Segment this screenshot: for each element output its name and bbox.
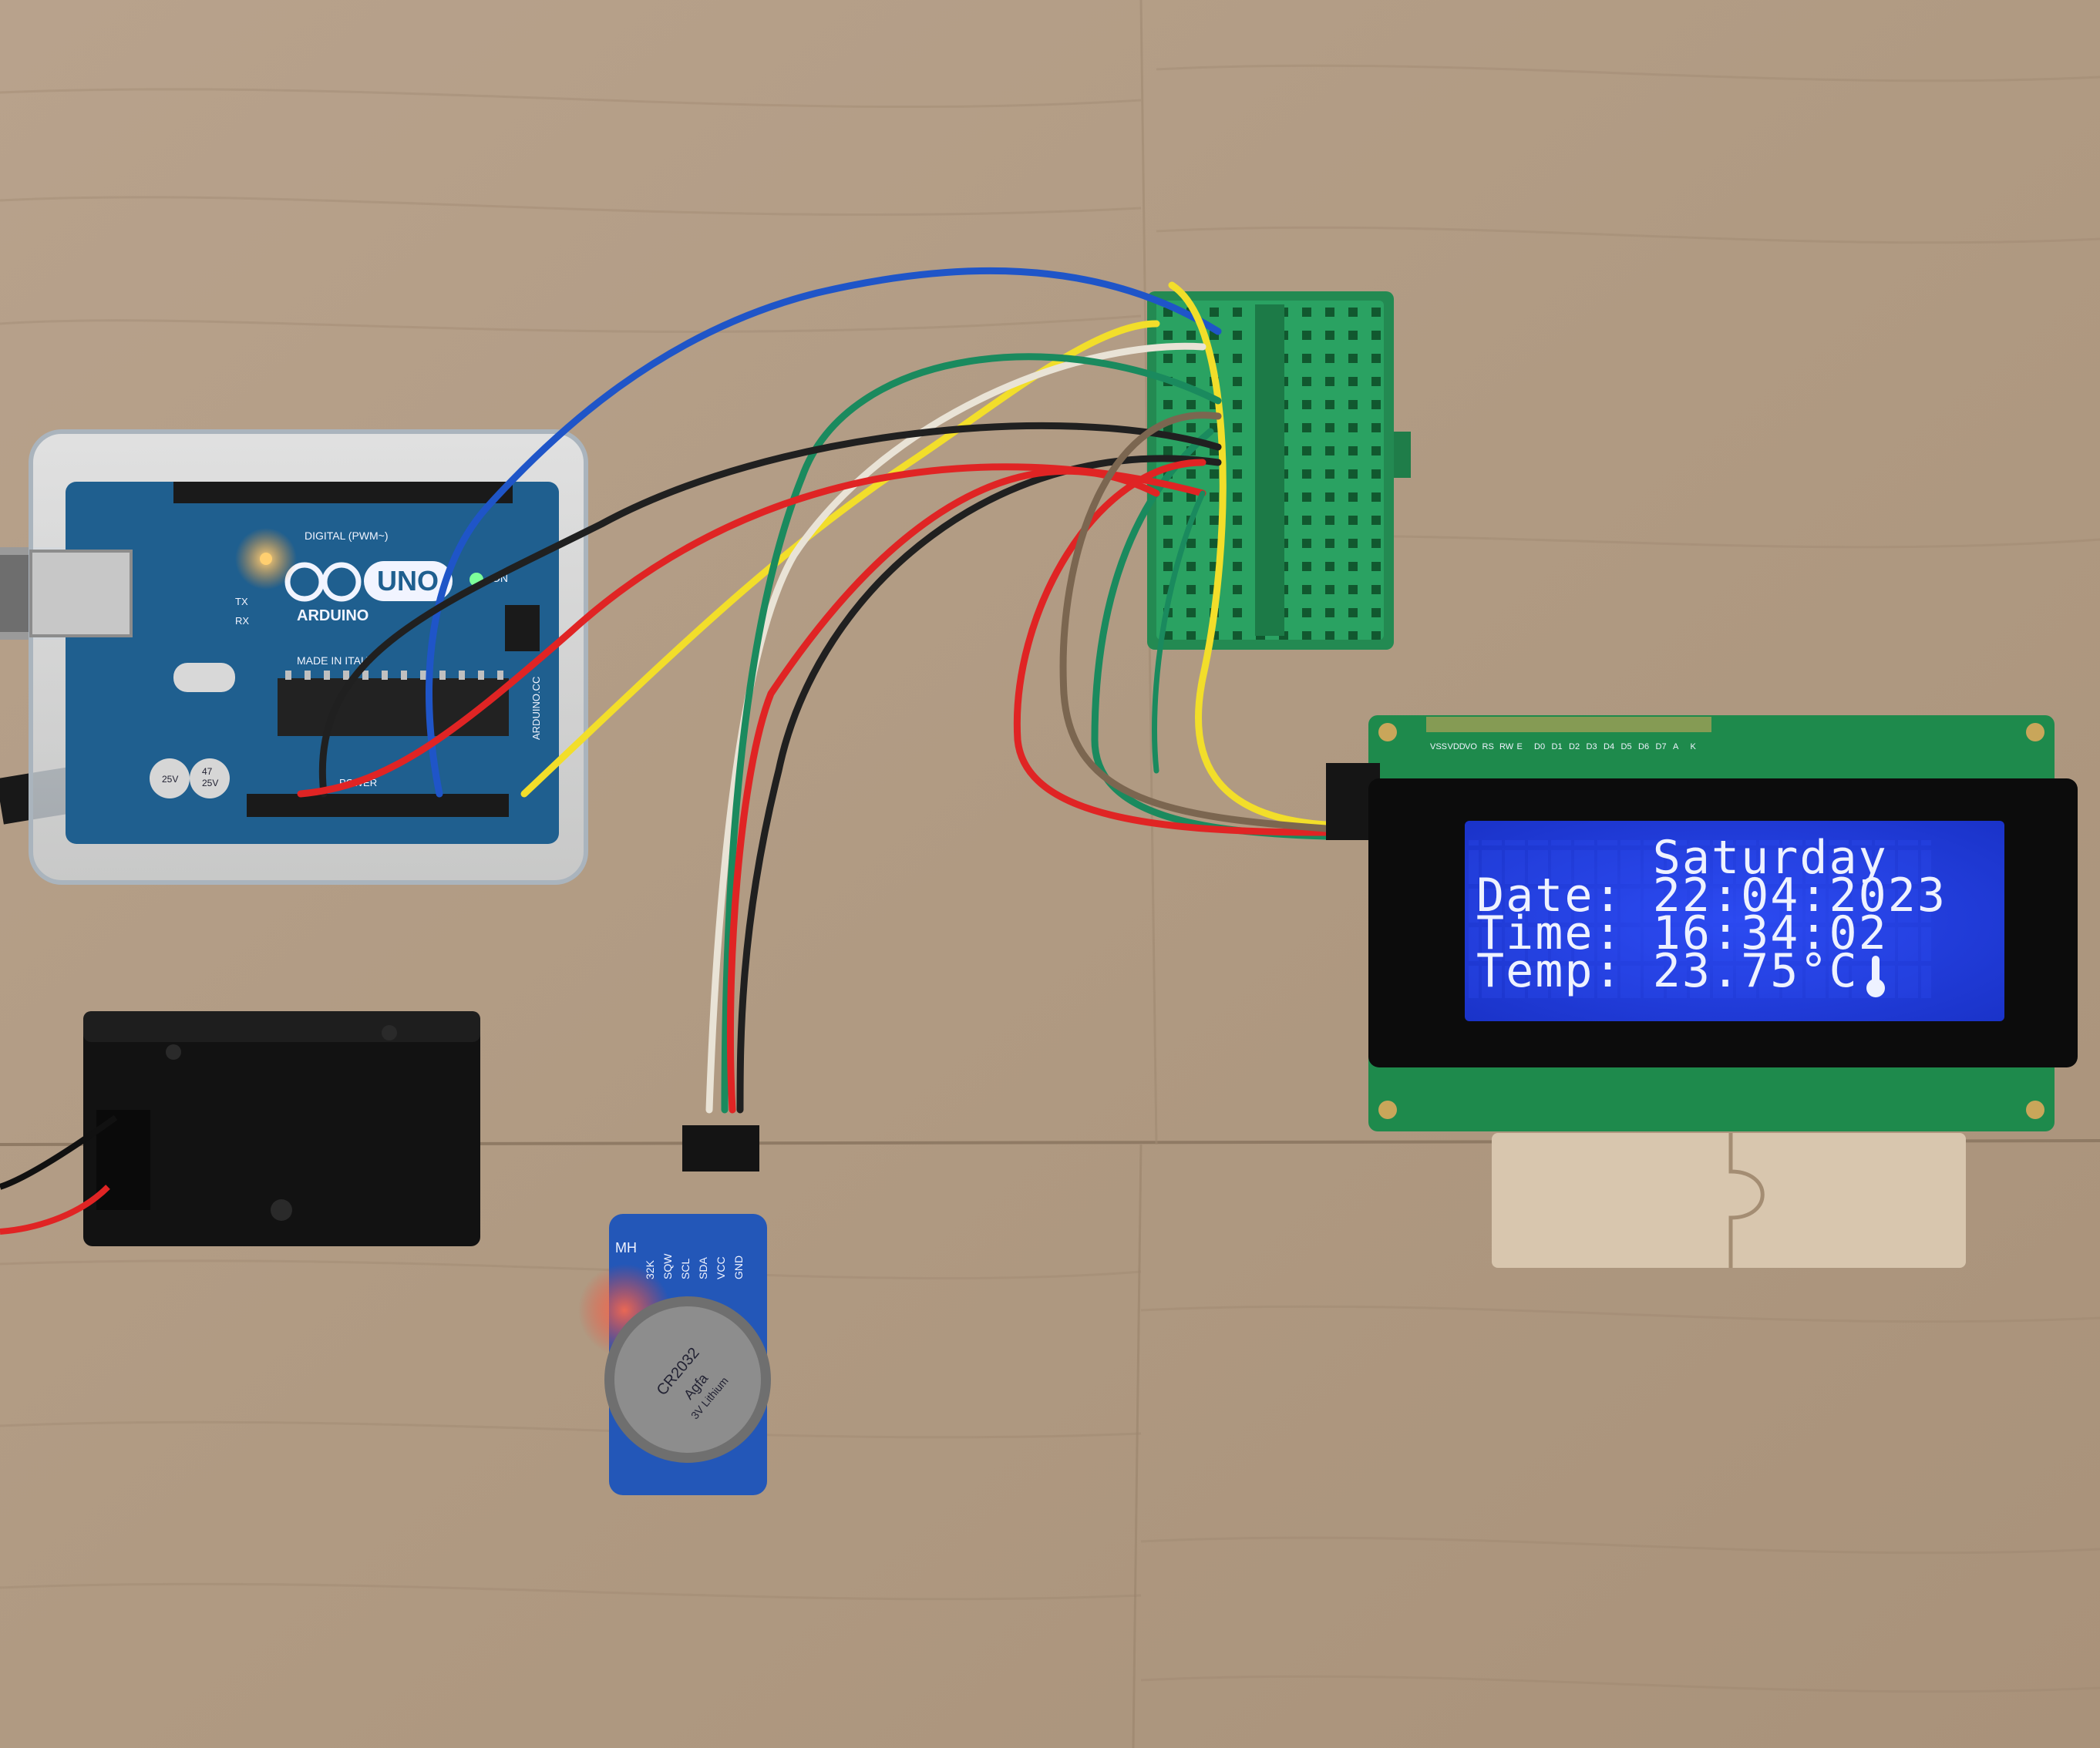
arduino-brand-label: ARDUINO (297, 607, 369, 624)
lcd-line-1: Saturday (1476, 831, 1888, 885)
lcd-pin-label: D3 (1587, 742, 1597, 751)
thermometer-icon (1866, 956, 1885, 997)
cap-label-2: 47 (202, 766, 213, 777)
lcd-line-2: Date: 22:04:2023 (1476, 869, 1947, 923)
lcd-pin-label: D2 (1569, 742, 1580, 751)
rtc-vendor-label: MH (615, 1240, 637, 1256)
lcd-pin-label: E (1517, 742, 1523, 751)
cap-label-3: 25V (202, 778, 218, 788)
arduino-digital-label: DIGITAL (PWM~) (305, 529, 389, 542)
rtc-pin-label: GND (732, 1256, 745, 1279)
rtc-pin-label: 32K (644, 1259, 656, 1279)
arduino-uno: 25V 47 25V UNO ARDUINO MADE IN ITALY DIG… (29, 429, 588, 885)
cap-label-1: 25V (162, 774, 178, 785)
lcd-pin-label: D5 (1621, 742, 1632, 751)
lcd-pin-label: D4 (1604, 742, 1614, 751)
lcd-pin-label: A (1673, 742, 1679, 751)
arduino-model-label: UNO (377, 565, 439, 597)
lcd-pin-label: RS (1482, 742, 1494, 751)
lcd-pin-label: RW (1499, 742, 1514, 751)
rtc-pin-label: SDA (697, 1257, 709, 1279)
jumper-wires (297, 267, 1330, 1114)
arduino-url-label: ARDUINO.CC (530, 677, 542, 740)
battery-holder (0, 1011, 480, 1246)
lcd-pin-label: VO (1465, 742, 1477, 751)
arduino-rx-label: RX (235, 615, 249, 627)
lcd-line-3: Time: 16:34:02 (1476, 906, 1888, 960)
rtc-pin-label: SQW (661, 1253, 674, 1279)
rtc-pin-labels: 32K SQW SCL SDA VCC GND (644, 1253, 745, 1279)
lcd-pin-label: VSS (1430, 742, 1447, 751)
arduino-logo: UNO (284, 561, 453, 602)
lcd-pin-label: VDD (1448, 742, 1466, 751)
lcd-pin-label: K (1691, 742, 1697, 751)
lcd-pin-label: D7 (1656, 742, 1667, 751)
arduino-tx-label: TX (235, 596, 248, 607)
lcd-pin-label: D6 (1638, 742, 1649, 751)
rtc-pin-label: SCL (679, 1259, 692, 1279)
rtc-pin-label: VCC (715, 1256, 727, 1279)
lcd-pin-label: D1 (1552, 742, 1563, 751)
lcd-pin-label: D0 (1534, 742, 1545, 751)
arduino-made-in: MADE IN ITALY (297, 654, 374, 667)
